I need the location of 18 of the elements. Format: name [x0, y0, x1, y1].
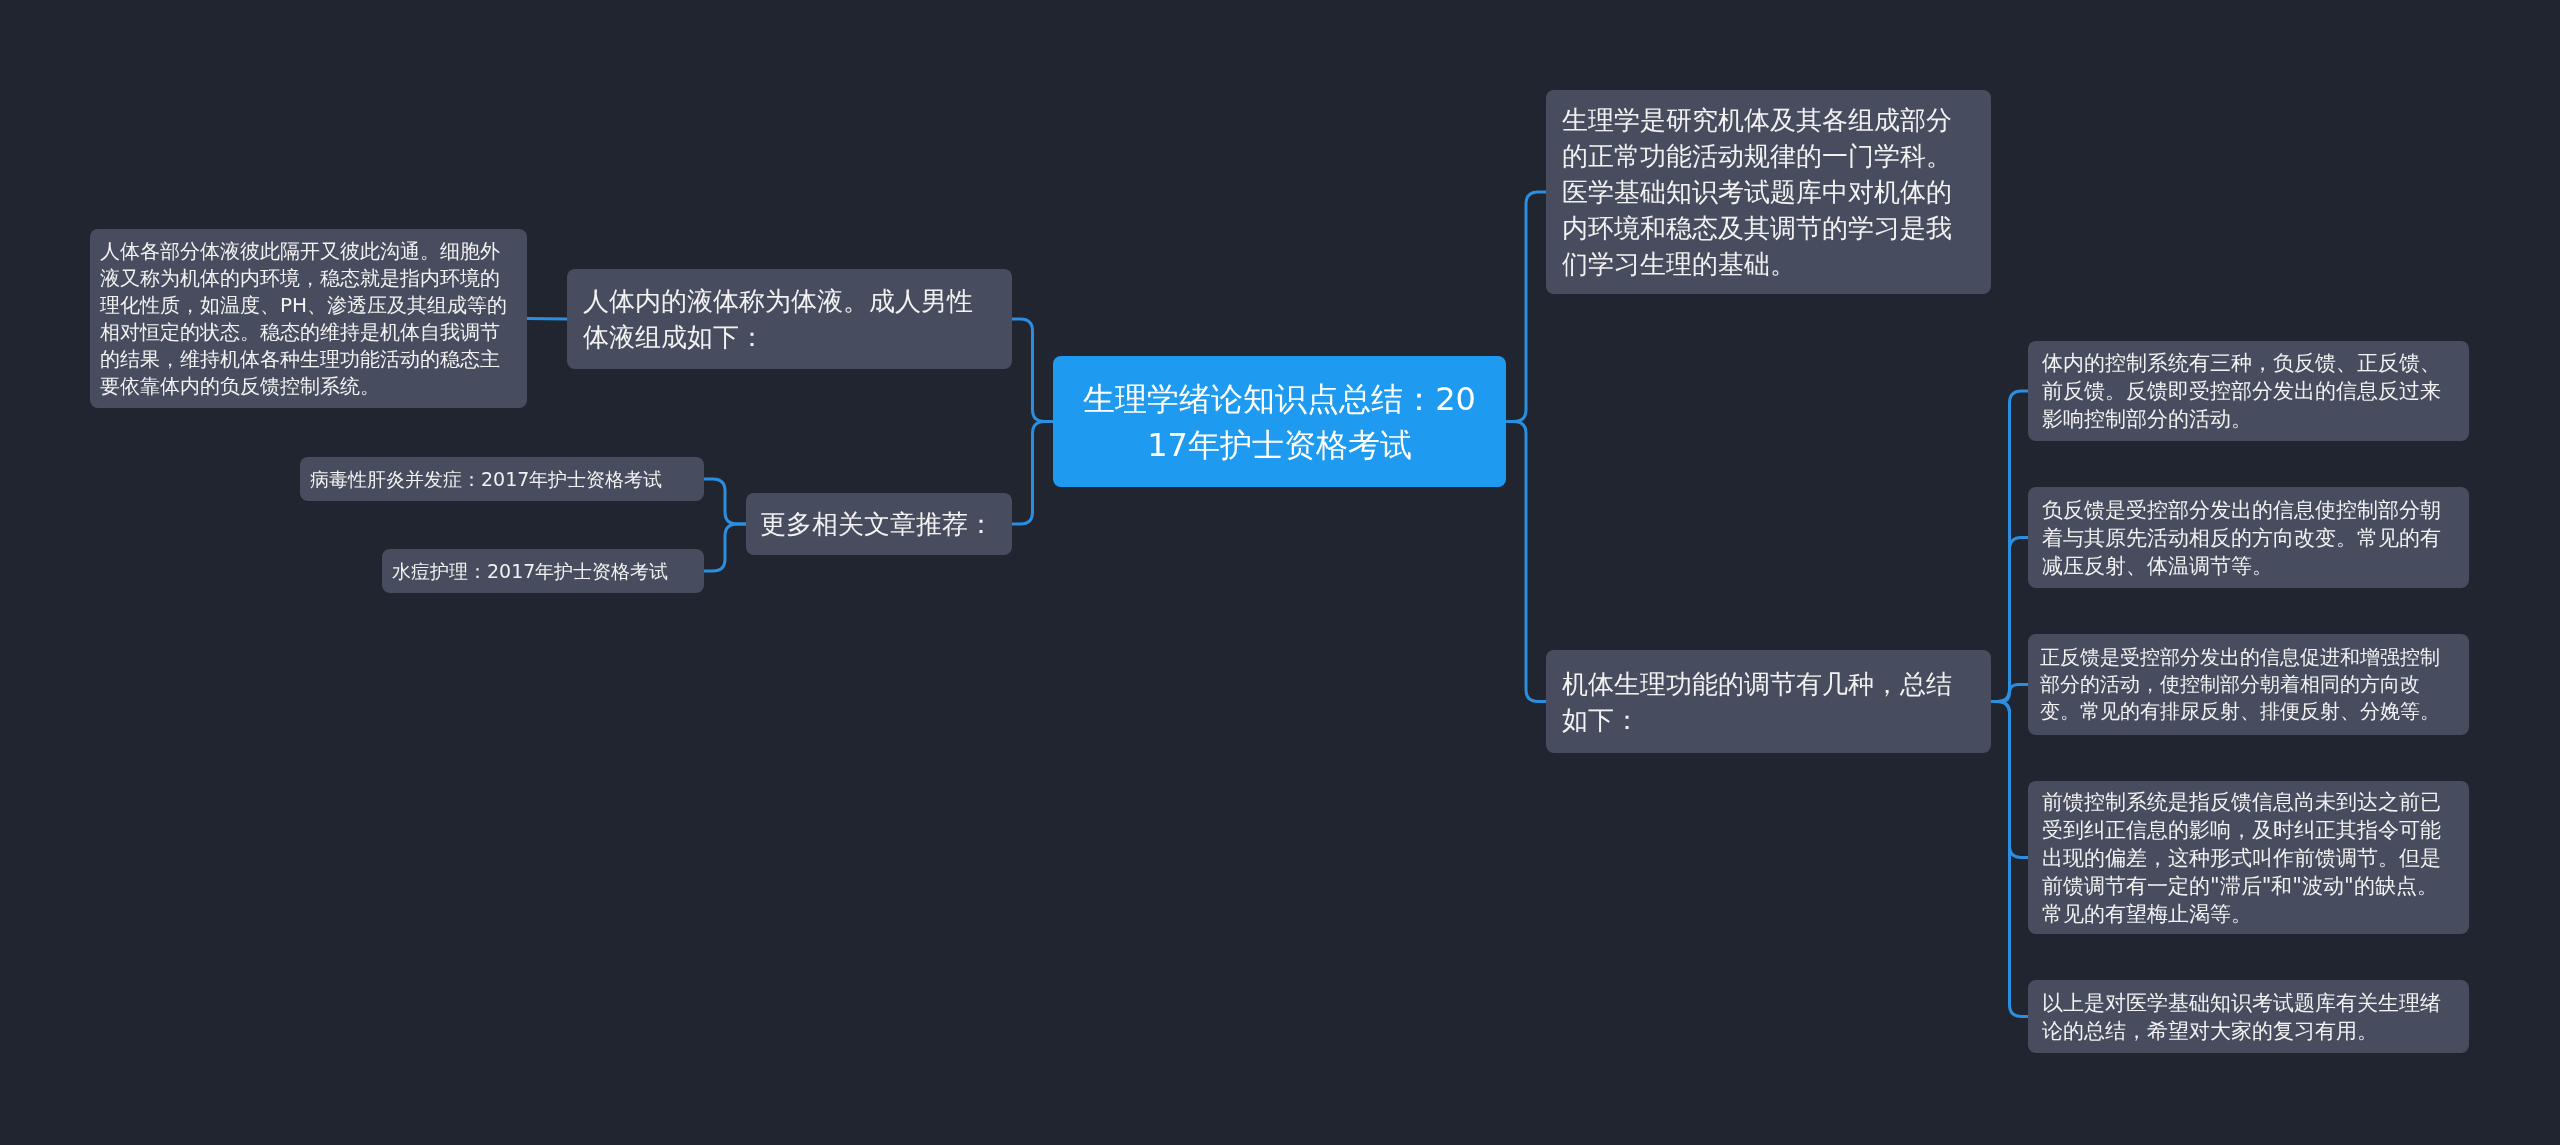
branch-box: 生理学是研究机体及其各组成部分的正常功能活动规律的一门学科。医学基础知识考试题库中对机体的内环境和稳态及其调节的学习是我们学习生理的基础。	[1546, 90, 1991, 294]
note-box: 体内的控制系统有三种，负反馈、正反馈、前反馈。反馈即受控部分发出的信息反过来影响控制部分的活动。	[2028, 341, 2469, 441]
connector	[526, 317, 568, 321]
note-box: 水痘护理：2017年护士资格考试	[382, 549, 704, 593]
branch-box: 更多相关文章推荐：	[746, 493, 1012, 555]
note-box: 病毒性肝炎并发症：2017年护士资格考试	[300, 457, 704, 501]
branch-box: 机体生理功能的调节有几种，总结如下：	[1546, 650, 1991, 753]
connector	[1506, 420, 1546, 703]
connector	[1012, 420, 1053, 526]
connector	[704, 522, 746, 573]
connector	[1991, 700, 2028, 1018]
note-box: 前馈控制系统是指反馈信息尚未到达之前已受到纠正信息的影响，及时纠正其指令可能出现的偏差，这种形式叫作前馈调节。但是前馈调节有一定的"滞后"和"波动"的缺点。常见的有望梅止渴等。	[2028, 781, 2469, 934]
topic-box: 生理学绪论知识点总结：2017年护士资格考试	[1053, 356, 1506, 487]
note-box: 人体各部分体液彼此隔开又彼此沟通。细胞外液又称为机体的内环境，稳态就是指内环境的理化性质，如温度、PH、渗透压及其组成等的相对恒定的状态。稳态的维持是机体自我调节的结果，维持机体各种生理功能活动的稳态主要依靠体内的负反馈控制系统。	[90, 229, 527, 408]
note-box: 负反馈是受控部分发出的信息使控制部分朝着与其原先活动相反的方向改变。常见的有减压反射、体温调节等。	[2028, 487, 2469, 588]
note-box: 以上是对医学基础知识考试题库有关生理绪论的总结，希望对大家的复习有用。	[2028, 980, 2469, 1053]
branch-box: 人体内的液体称为体液。成人男性体液组成如下：	[567, 269, 1012, 369]
note-box: 正反馈是受控部分发出的信息促进和增强控制部分的活动，使控制部分朝着相同的方向改变。常见的有排尿反射、排便反射、分娩等。	[2028, 634, 2469, 735]
